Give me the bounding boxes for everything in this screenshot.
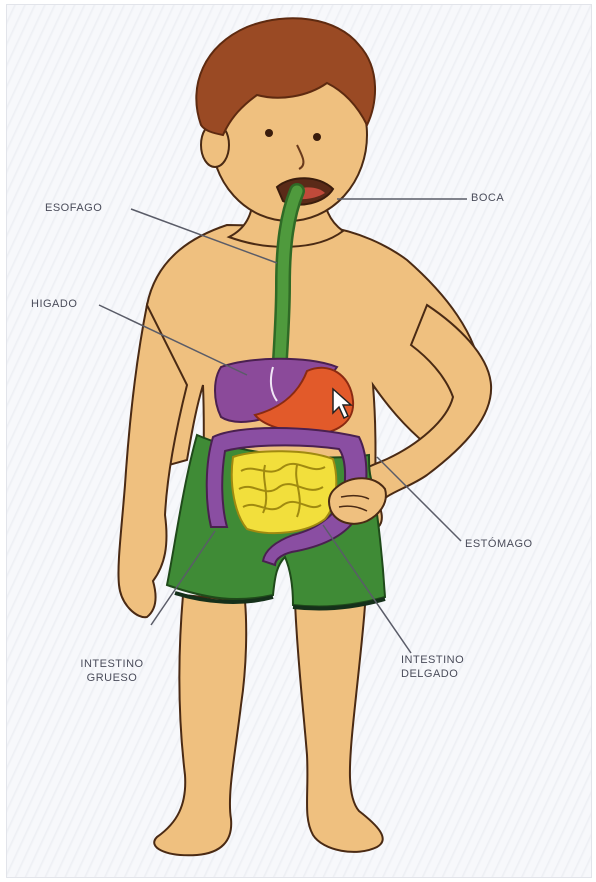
label-intestino-delgado-line1: INTESTINO (401, 653, 464, 667)
digestive-system-illustration (7, 5, 591, 877)
legs (154, 595, 382, 855)
label-intestino-grueso-line1: INTESTINO (57, 657, 167, 671)
label-estomago: ESTÓMAGO (465, 537, 533, 551)
diagram-frame: ESOFAGO BOCA HIGADO ESTÓMAGO INTESTINO G… (6, 4, 592, 878)
label-boca: BOCA (471, 191, 504, 205)
label-esofago: ESOFAGO (45, 201, 102, 215)
label-intestino-grueso-line2: GRUESO (57, 671, 167, 685)
small-intestine (232, 451, 337, 533)
label-intestino-grueso: INTESTINO GRUESO (57, 657, 167, 685)
label-intestino-delgado: INTESTINO DELGADO (401, 653, 464, 681)
label-intestino-delgado-line2: DELGADO (401, 667, 464, 681)
label-higado: HIGADO (31, 297, 77, 311)
eye-right (313, 133, 321, 141)
eye-left (265, 129, 273, 137)
